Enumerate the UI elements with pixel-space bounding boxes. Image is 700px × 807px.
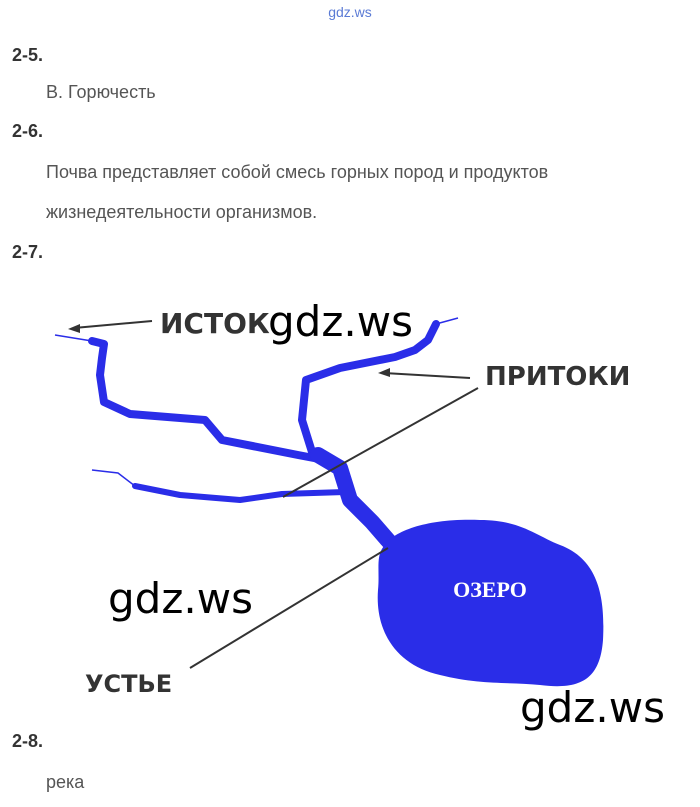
river-main-channel [310,447,400,553]
source-arrow [73,320,153,329]
task-number-2-8: 2-8. [12,731,44,751]
answer-2-5: В. Горючесть [46,82,156,102]
mouth-label: УСТЬЕ [85,670,172,698]
answer-2-8: река [46,772,85,792]
source-label: ИСТОК [160,307,270,340]
answer-2-6-line1: Почва представляет собой смесь горных по… [46,162,549,182]
task-number-2-6: 2-6. [12,121,44,141]
watermark: gdz.ws [520,683,665,732]
mouth-pointer-line [189,547,389,669]
river-left-branch [88,337,339,466]
task-number-2-5: 2-5. [12,45,44,65]
watermark: gdz.ws [268,297,413,346]
answer-2-6-line2: жизнедеятельности организмов. [46,202,318,222]
task-number-2-7: 2-7. [12,242,44,262]
tributary-arrow [383,372,471,379]
tributary-pointer-line [282,387,479,498]
river-right-tributary [298,320,440,456]
tributaries-label: ПРИТОКИ [485,362,630,392]
lake-label: ОЗЕРО [453,577,527,602]
lake [377,519,604,687]
watermark: gdz.ws [108,574,253,623]
site-link[interactable]: gdz.ws [328,4,372,20]
river-lower-tributary [132,483,348,503]
